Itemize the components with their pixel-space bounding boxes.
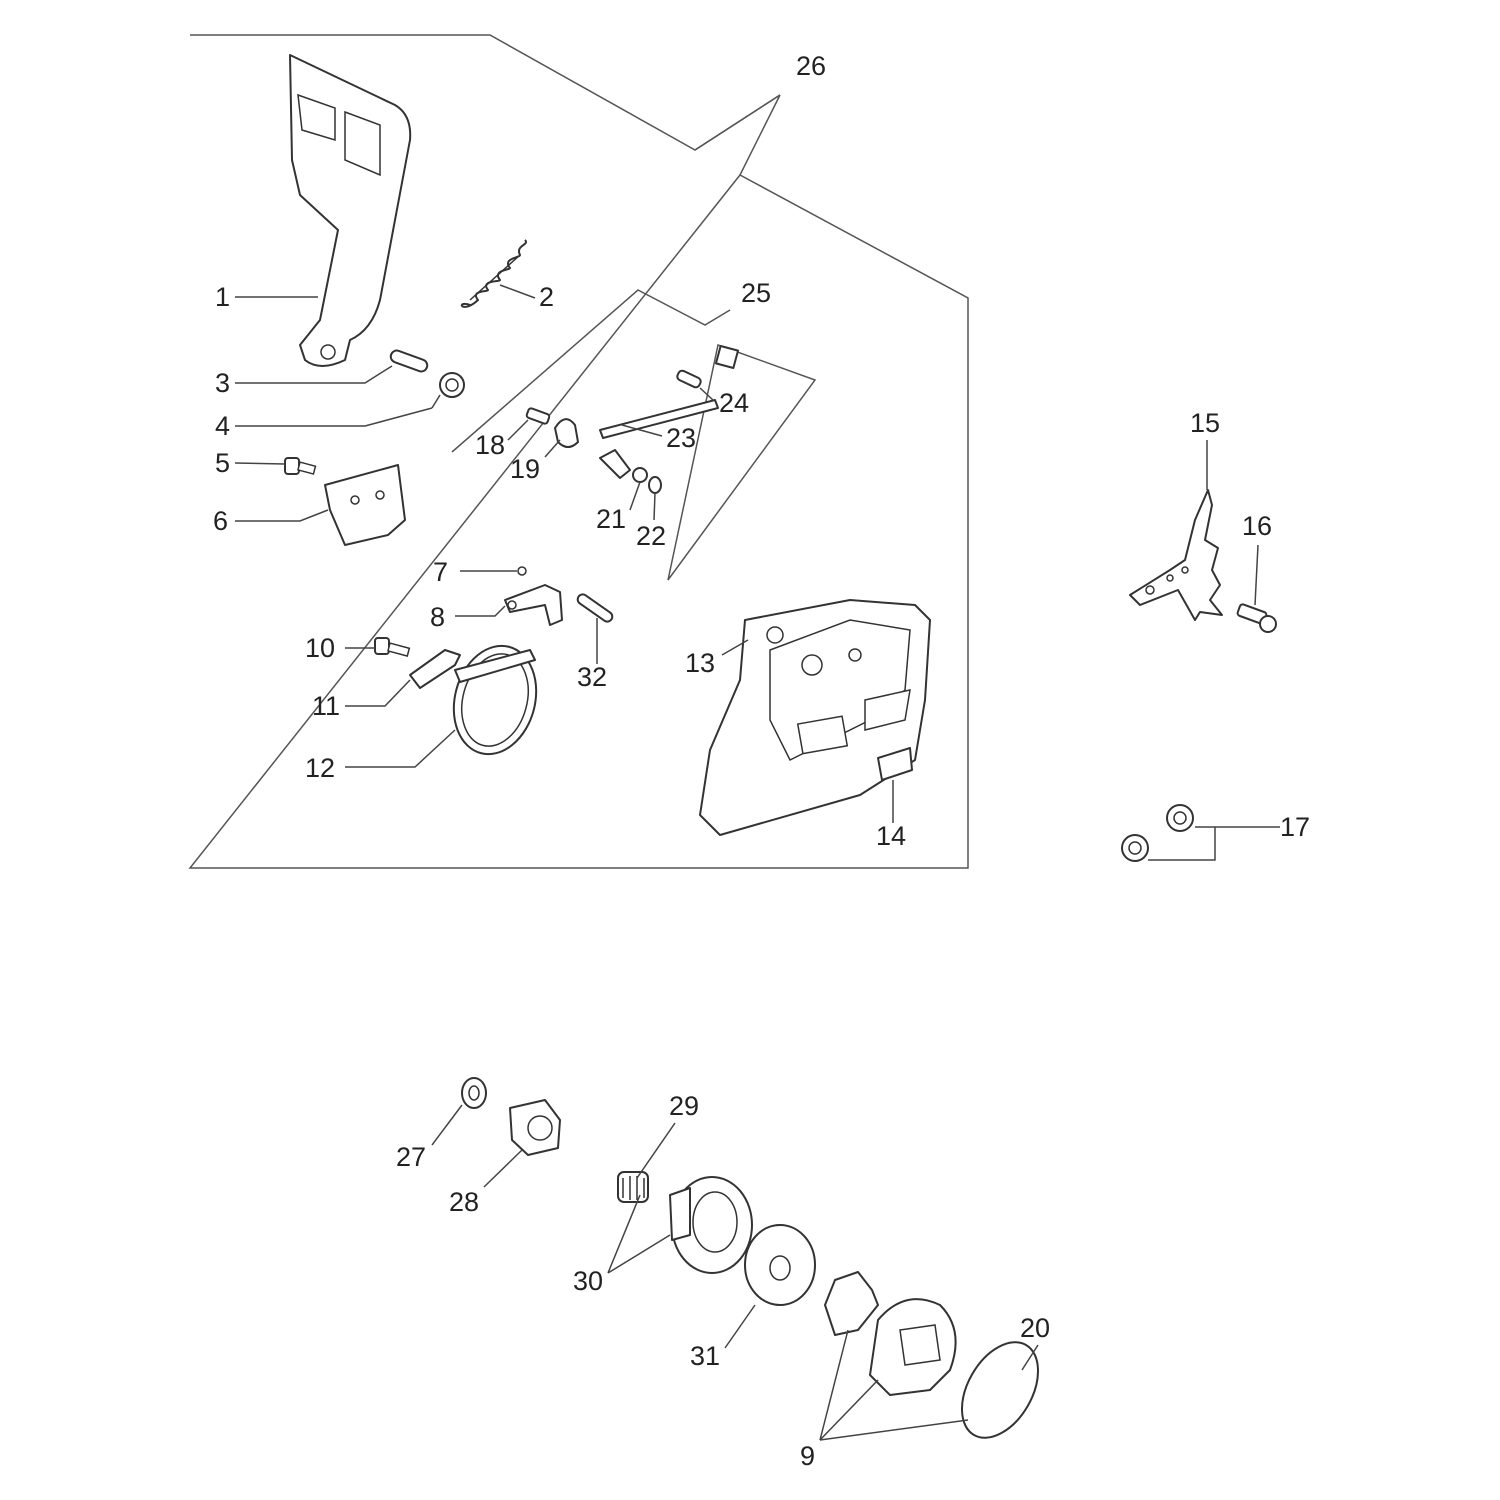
washer-part-27 <box>461 1077 487 1109</box>
callout-15: 15 <box>1190 408 1220 438</box>
callout-16: 16 <box>1242 511 1272 541</box>
callout-4: 4 <box>215 411 230 441</box>
callout-31: 31 <box>690 1341 720 1371</box>
callout-29: 29 <box>669 1091 699 1121</box>
leader-lines <box>234 284 1280 1441</box>
washer-part-21 <box>632 467 648 483</box>
o-ring-part-22 <box>648 476 662 494</box>
screw-part-5 <box>284 457 317 475</box>
clutch-drum-part-30 <box>669 1176 753 1274</box>
tensioner-gear <box>599 449 631 479</box>
callout-22: 22 <box>636 521 666 551</box>
callout-5: 5 <box>215 448 230 478</box>
callout-28: 28 <box>449 1187 479 1217</box>
brake-spring <box>460 239 528 308</box>
assembly-frame-25 <box>451 289 817 581</box>
callout-25: 25 <box>741 278 771 308</box>
callout-1: 1 <box>215 282 230 312</box>
torsion-spring <box>431 372 465 409</box>
clip-part-7 <box>517 566 527 576</box>
callout-20: 20 <box>1020 1313 1050 1343</box>
callout-3: 3 <box>215 368 230 398</box>
washer-part-31 <box>744 1224 816 1306</box>
callout-labels: 1 2 3 4 5 6 7 8 9 10 11 12 13 14 15 16 1… <box>213 51 1310 1471</box>
callout-18: 18 <box>475 430 505 460</box>
oil-pump-drive-part-28 <box>509 1099 561 1156</box>
brake-band-bracket <box>409 649 461 689</box>
callout-23: 23 <box>666 423 696 453</box>
clutch-cover <box>699 599 931 836</box>
screw-part-16 <box>1236 603 1277 633</box>
brake-lever <box>504 584 563 626</box>
callout-32: 32 <box>577 662 607 692</box>
callout-27: 27 <box>396 1142 426 1172</box>
spike-bumper <box>1129 489 1223 621</box>
needle-bearing-part-29 <box>617 1171 649 1203</box>
adjuster-nut-part-25 <box>714 344 740 370</box>
assembly-frame-26 <box>188 34 969 869</box>
nuts-part-17 <box>1121 804 1194 862</box>
callout-7: 7 <box>433 557 448 587</box>
callout-30: 30 <box>573 1266 603 1296</box>
chain-brake-handle <box>289 54 412 367</box>
chain-catcher-plate <box>324 464 406 546</box>
pin-part-32 <box>576 593 614 623</box>
brake-band <box>452 644 538 756</box>
spring-ring-part-20 <box>961 1341 1039 1439</box>
pin-part-3 <box>389 349 429 373</box>
pin-part-24 <box>676 369 702 389</box>
callout-26: 26 <box>796 51 826 81</box>
callout-2: 2 <box>539 282 554 312</box>
callout-24: 24 <box>719 388 749 418</box>
callout-13: 13 <box>685 648 715 678</box>
callout-19: 19 <box>510 454 540 484</box>
callout-10: 10 <box>305 633 335 663</box>
callout-9: 9 <box>800 1441 815 1471</box>
callout-17: 17 <box>1280 812 1310 842</box>
callout-21: 21 <box>596 504 626 534</box>
clutch-hub-part-9 <box>824 1271 879 1336</box>
callout-14: 14 <box>876 821 906 851</box>
clutch-shoes-part-9 <box>869 1298 957 1396</box>
callout-6: 6 <box>213 506 228 536</box>
decal-part-14 <box>877 747 913 781</box>
screw-part-23 <box>599 399 719 439</box>
callout-8: 8 <box>430 602 445 632</box>
callout-11: 11 <box>312 691 340 721</box>
screw-part-10 <box>374 637 411 657</box>
screw-part-18 <box>525 407 551 425</box>
callout-12: 12 <box>305 753 335 783</box>
bracket-part-19 <box>554 418 579 448</box>
